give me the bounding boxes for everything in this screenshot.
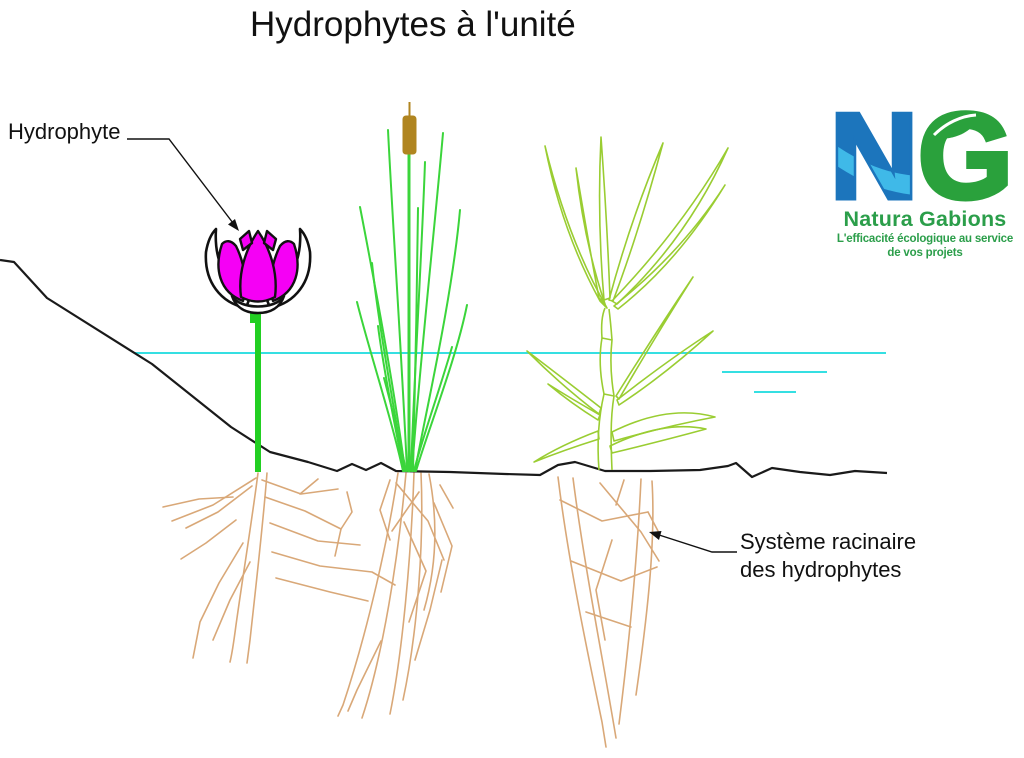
lotus-plant [204,227,312,472]
logo-tagline-line1: L'efficacité écologique au service [836,233,1014,245]
lotus-roots [162,472,396,664]
cattail-leaves [356,129,468,473]
root-system-label-line2: des hydrophytes [740,556,902,582]
hydrophyte-leader-line [127,138,234,224]
logo-tagline: L'efficacité écologique au service de vo… [834,233,1016,260]
leafy-plant-roots [557,476,660,748]
lotus-stem [250,306,261,472]
logo-company-name: Natura Gabions [843,207,1007,231]
logo-leaf-vein [932,113,977,137]
logo-leaf-icon [930,112,980,139]
root-system-label-line1: Système racinaire [740,529,917,554]
root-system-arrowhead-icon [649,531,662,540]
logo-letter-g: G [918,108,1013,206]
cattail-roots [337,472,454,719]
root-system-leader-line [655,533,737,553]
cattail-plant [356,102,468,473]
cattail-head [402,102,417,155]
hydrophyte-arrowhead-icon [228,219,239,231]
lotus-magenta-petals [217,229,299,303]
ground-profile-line [0,258,888,479]
leader-lines [127,138,737,553]
page-title: Hydrophytes à l'unité [250,5,576,44]
natura-gabions-logo: N N G Natura Gabions L'efficacité écolog… [834,108,1016,260]
water-surface-lines [135,352,886,393]
leafy-plant [526,136,729,471]
logo-tagline-line2: de vos projets [887,246,963,259]
hydrophyte-label: Hydrophyte [8,119,121,144]
hydrophyte-root-systems [162,472,660,748]
logo-wave-icon [834,140,919,196]
root-system-label: Système racinaire des hydrophytes [740,528,916,584]
logo-monogram: N N G [834,108,1015,206]
